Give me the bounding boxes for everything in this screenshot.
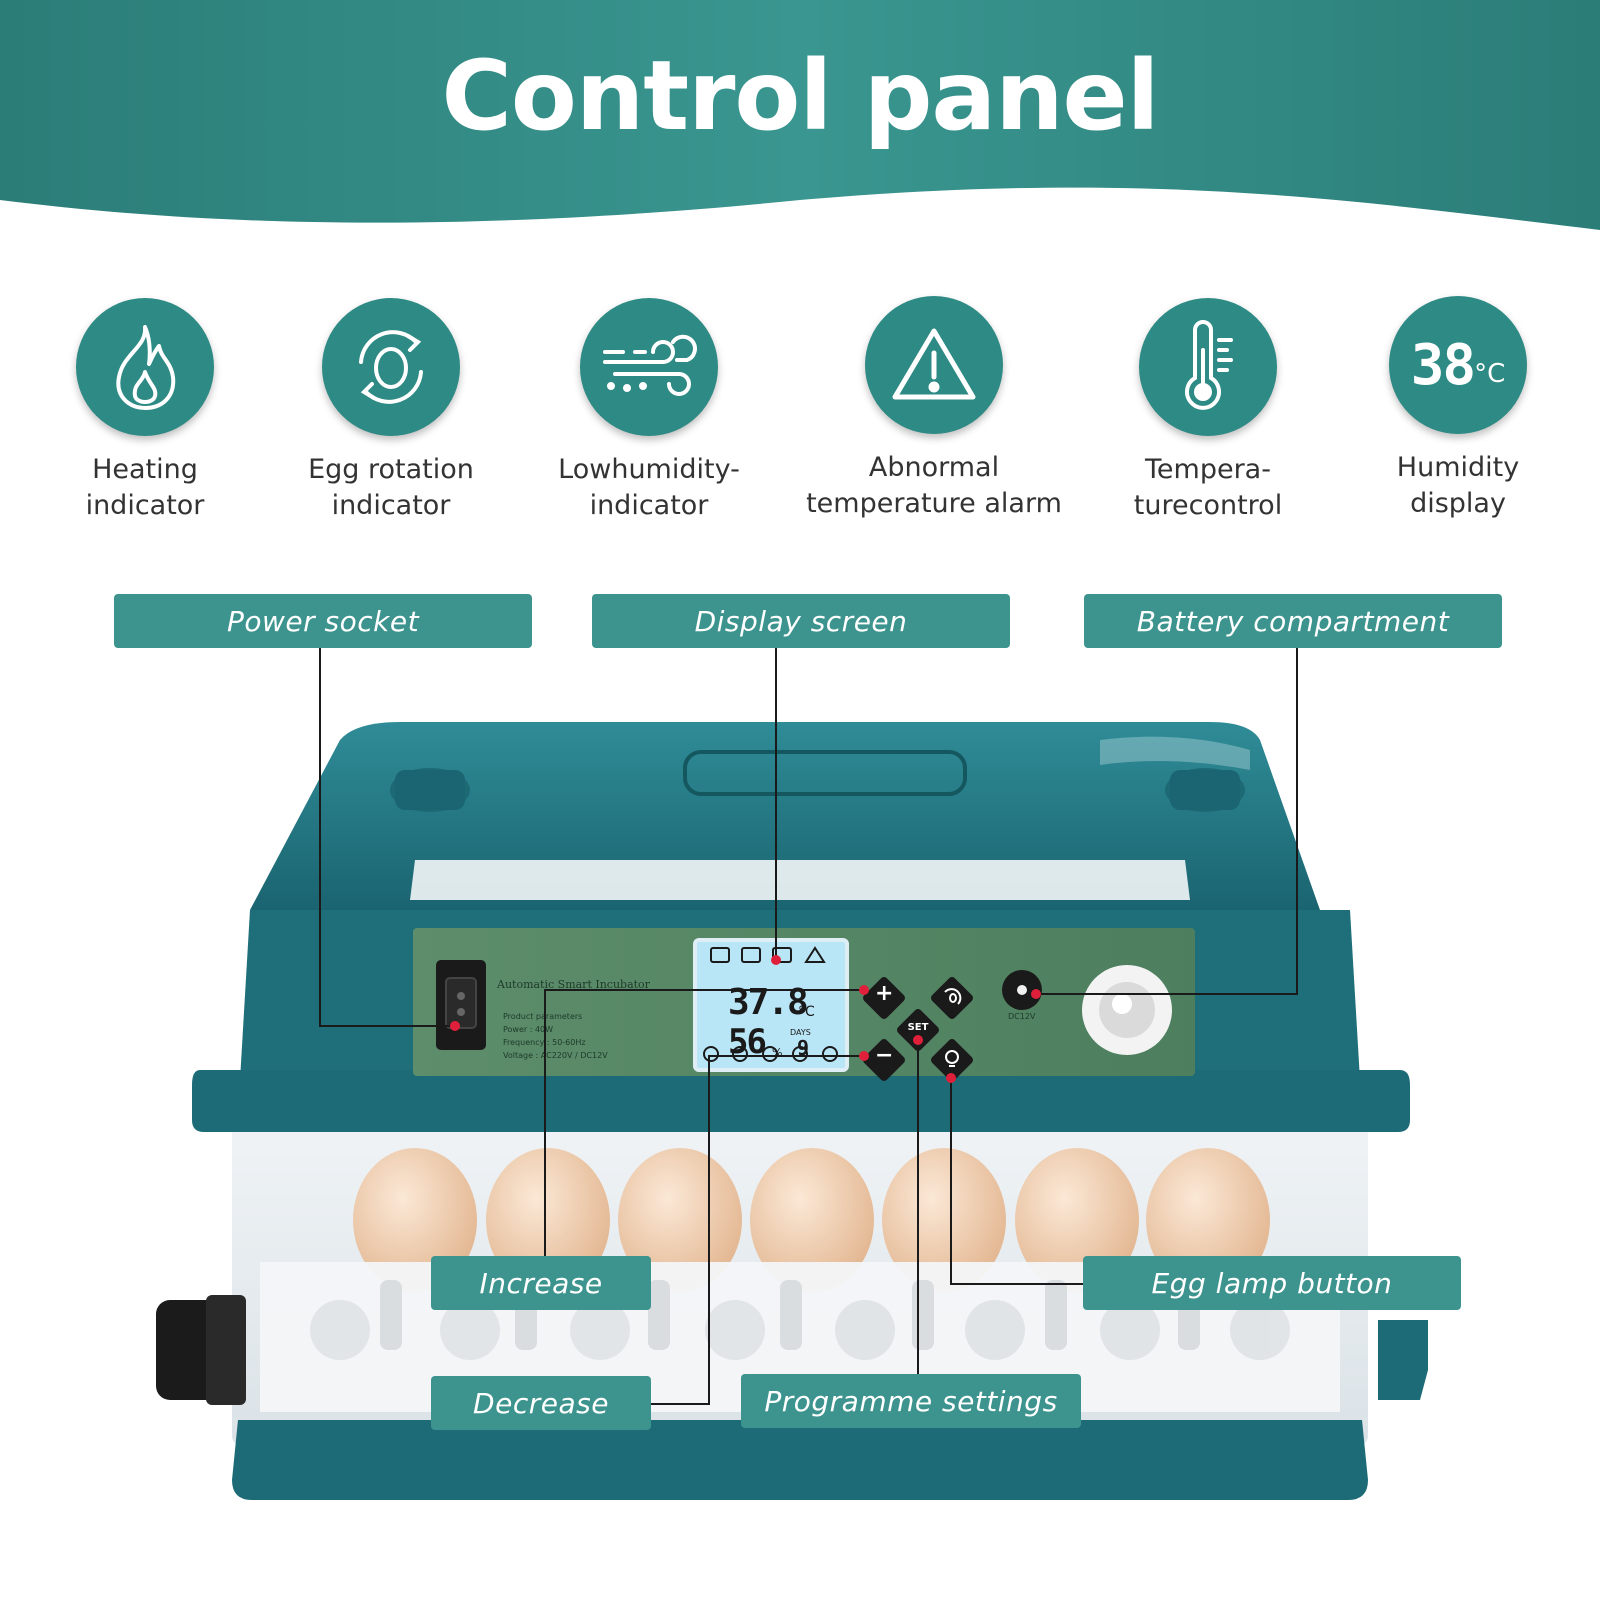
window-slot (410, 860, 1190, 900)
lcd-day: 9 (797, 1036, 810, 1060)
egg-rotate-button[interactable] (929, 975, 974, 1020)
egg-lamp-button[interactable] (929, 1037, 974, 1082)
water-inlet (156, 1300, 222, 1400)
header-banner (0, 0, 1600, 230)
set-label: SET (907, 1022, 929, 1033)
page-title: Control panel (441, 40, 1159, 152)
flame-icon (76, 298, 214, 436)
lid-brim (192, 1070, 1410, 1132)
callout-display-screen: Display screen (592, 594, 1010, 648)
feature-label: Lowhumidity-indicator (558, 454, 740, 521)
panel-spec-text: Product parameters Power : 40W Frequency… (503, 1012, 608, 1060)
thermometer-icon (1139, 298, 1277, 436)
feature-label: Tempera-turecontrol (1133, 454, 1283, 521)
lightbulb-icon (945, 1050, 959, 1067)
feature-low-humidity: Lowhumidity-indicator (519, 298, 779, 524)
feature-temperature-control: Tempera-turecontrol (1078, 298, 1338, 524)
dc-label: DC12V (1008, 1012, 1036, 1021)
lcd-temperature-unit: °C (798, 1004, 815, 1020)
incubator-base (232, 1420, 1368, 1500)
temperature-readout-icon: 38 °C (1389, 296, 1527, 434)
panel-brand-text: Automatic Smart Incubator (497, 978, 650, 991)
wind-icon (580, 298, 718, 436)
lid-handle (683, 750, 967, 796)
increase-button[interactable] (861, 975, 906, 1020)
callout-decrease: Decrease (431, 1376, 651, 1430)
callout-power-socket: Power socket (114, 594, 532, 648)
decrease-button[interactable] (861, 1037, 906, 1082)
callout-increase: Increase (431, 1256, 651, 1310)
callout-egg-lamp-button: Egg lamp button (1083, 1256, 1461, 1310)
callout-programme-settings: Programme settings (741, 1374, 1081, 1428)
warning-triangle-icon (865, 296, 1003, 434)
plus-label: + (875, 981, 894, 1006)
callout-battery-compartment: Battery compartment (1084, 594, 1502, 648)
egg-rotate-icon (944, 988, 962, 1005)
minus-label: − (875, 1043, 894, 1068)
set-button[interactable] (895, 1007, 940, 1052)
lcd-humidity: 56 (728, 1022, 767, 1062)
water-drawer (1378, 1320, 1428, 1400)
lcd-temperature: 37.8 (728, 982, 809, 1023)
egg-rotation-icon (322, 298, 460, 436)
lcd-humidity-unit: % (772, 1046, 783, 1059)
